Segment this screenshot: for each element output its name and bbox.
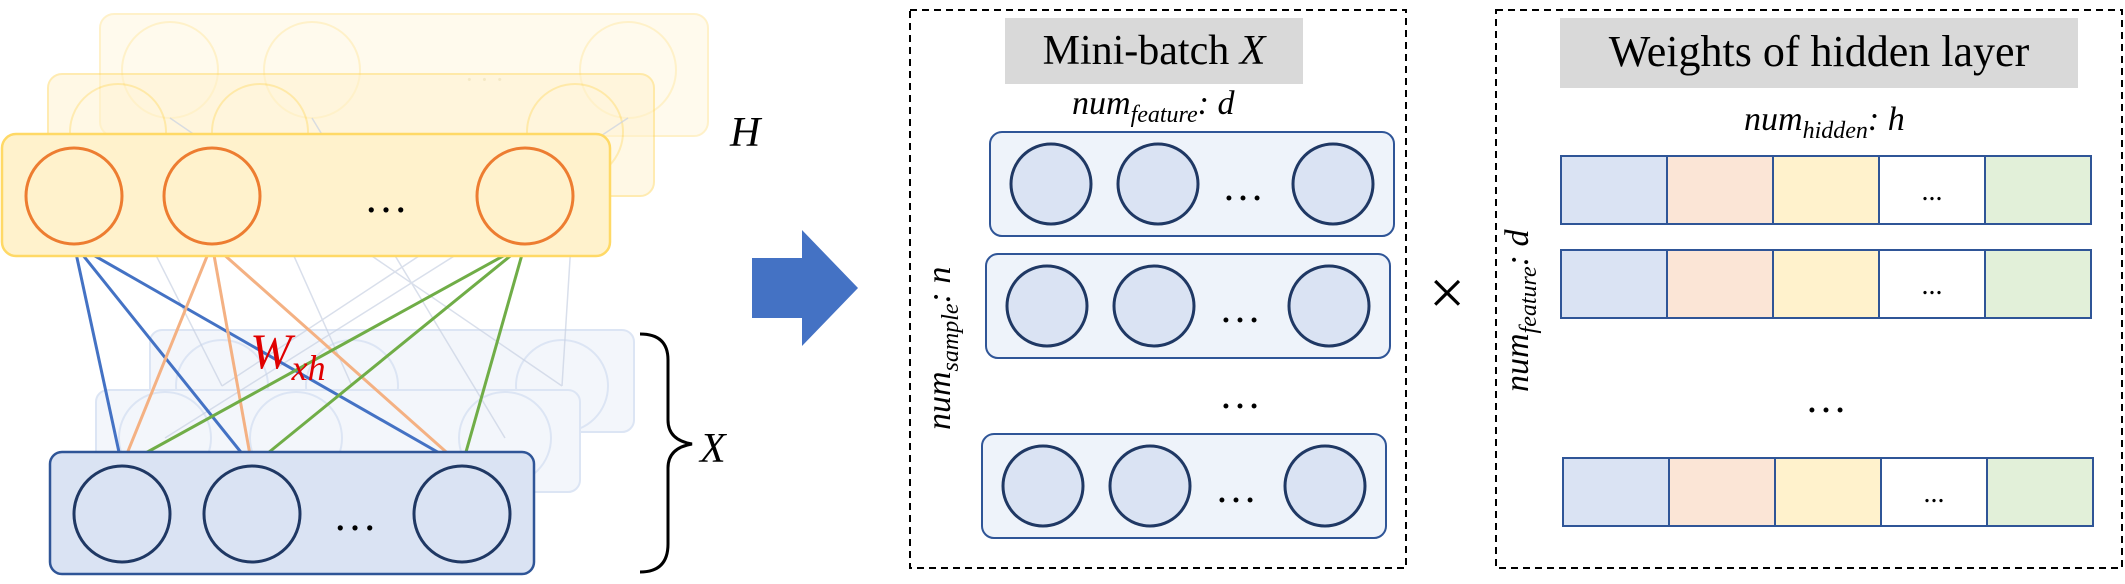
weight-row: ... [1560,249,2092,319]
weight-edges-green [121,242,527,468]
weight-row: ... [1560,155,2092,225]
input-node-2 [202,464,302,564]
weight-row: ... [1562,457,2094,527]
hidden-layer-front: … [0,132,612,258]
input-node-1 [72,464,172,564]
hidden-ellipsis: … [364,173,408,222]
weight-cell-ellipsis: ... [1922,270,1943,301]
hidden-node-3 [475,146,575,246]
input-brace [639,332,693,574]
weight-edges-blue [72,242,463,468]
input-layer-front: … [48,450,536,576]
feature-ellipsis: … [1222,164,1264,210]
sample-row: … [981,433,1387,539]
minibatch-title-box [1005,18,1303,84]
sample-count-label: numsample: n [921,267,964,430]
weight-cell-ellipsis: ... [1922,176,1943,207]
weight-row-ellipsis: … [1805,376,1847,422]
feature-ellipsis: … [1219,286,1261,332]
weights-panel: Weights of hidden layer numhidden: h num… [1495,9,2123,569]
input-layer-label: X [698,426,728,472]
neural-network: · · · · · · [0,13,763,576]
weights-title-box [1560,18,2078,88]
minibatch-title: Mini-batch X [1043,28,1268,74]
multiply-symbol: × [1429,257,1465,328]
sample-ellipsis: … [1219,372,1261,418]
sample-row: … [985,253,1391,359]
feature-count-label: numfeature: d [1072,85,1235,128]
sample-row: … [989,131,1395,237]
feature-ellipsis: … [1215,466,1257,512]
minibatch-panel: Mini-batch X numfeature: d numsample: n … [909,9,1407,569]
transform-arrow [752,230,858,346]
weight-feature-count-label: numfeature: d [1499,229,1542,392]
weights-title: Weights of hidden layer [1609,27,2030,76]
hidden-node-1 [24,146,124,246]
weight-cell-ellipsis: ... [1924,478,1945,509]
input-node-3 [412,464,512,564]
weight-label: Wxh [250,323,326,388]
hidden-layer-label: H [729,110,763,156]
input-ellipsis: … [333,491,377,540]
hidden-node-2 [162,146,262,246]
hidden-count-label: numhidden: h [1744,101,1905,144]
weight-edges-orange [120,242,463,468]
